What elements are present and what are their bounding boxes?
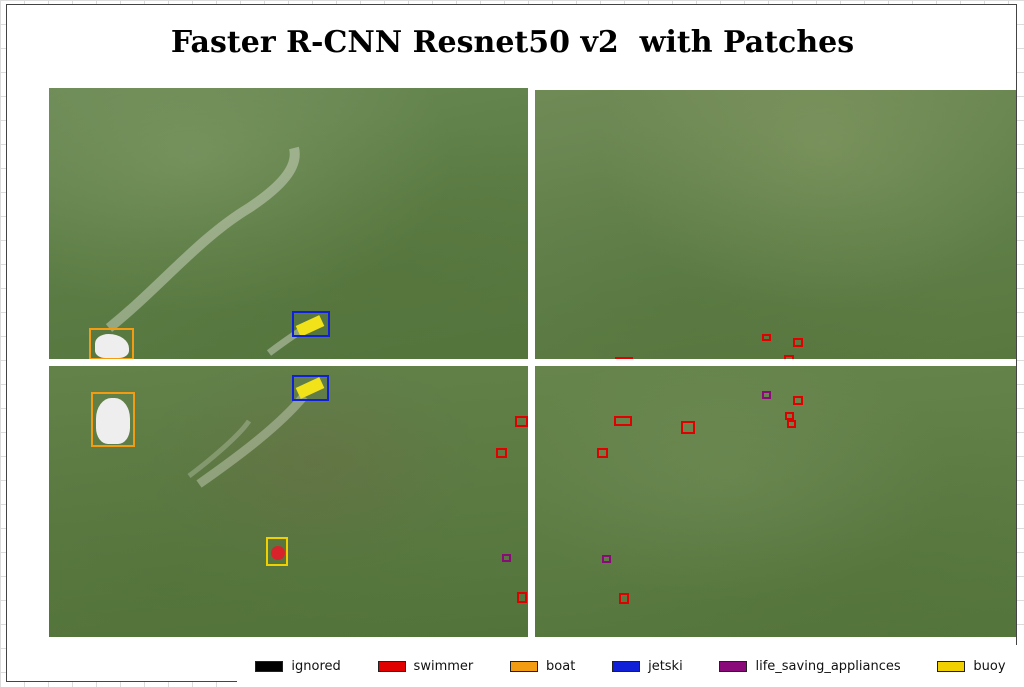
wake-trail	[187, 393, 308, 488]
detection-box-swimmer	[619, 593, 629, 604]
legend-label: jetski	[648, 658, 683, 674]
patch-upper-right	[535, 90, 1016, 359]
patch-lower-right	[535, 366, 1016, 637]
patch-upper-left	[49, 88, 528, 359]
detection-box-swimmer	[762, 334, 771, 341]
detection-box-swimmer	[615, 357, 633, 359]
legend-label: buoy	[973, 658, 1006, 674]
legend-label: ignored	[291, 658, 341, 674]
legend-item-boat: boat	[510, 659, 575, 674]
legend-swatch	[937, 660, 966, 672]
boat-object	[95, 334, 129, 358]
detection-box-swimmer	[614, 416, 632, 426]
legend-label: swimmer	[413, 658, 474, 674]
detection-box-life-saving-appliance	[502, 554, 511, 562]
wake-trail	[105, 146, 316, 356]
detection-box-swimmer	[784, 355, 794, 359]
detection-box-swimmer	[681, 421, 695, 434]
legend-item-swimmer: swimmer	[377, 658, 474, 674]
legend-item-buoy: buoy	[937, 658, 1006, 674]
detection-box-swimmer	[496, 448, 507, 458]
figure-title: Faster R-CNN Resnet50 v2 with Patches	[170, 25, 855, 60]
detection-box-swimmer	[515, 416, 528, 427]
detection-box-boat	[91, 392, 135, 447]
detection-box-boat	[89, 328, 134, 359]
detection-box-swimmer	[597, 448, 608, 458]
detection-box-swimmer	[793, 396, 803, 405]
legend-item-ignored: ignored	[255, 658, 341, 674]
legend-label: life_saving_appliances	[755, 658, 901, 674]
legend-label: boat	[546, 658, 576, 674]
legend: ignored swimmer boat jetski life_saving_…	[237, 645, 1024, 687]
detection-box-life-saving-appliance	[602, 555, 611, 563]
legend-swatch	[510, 660, 539, 672]
detection-box-swimmer	[517, 592, 527, 603]
detection-box-buoy	[266, 537, 288, 566]
patch-lower-left	[49, 366, 528, 637]
legend-swatch	[719, 660, 748, 672]
buoy-object	[271, 546, 285, 560]
detection-box-swimmer	[793, 338, 803, 347]
detection-box-life-saving-appliance	[762, 391, 771, 399]
detection-box-jetski	[292, 375, 329, 401]
detection-box-jetski	[292, 311, 330, 337]
detection-box-swimmer	[787, 420, 796, 428]
legend-item-jetski: jetski	[612, 659, 683, 674]
legend-swatch	[377, 660, 406, 672]
legend-swatch	[612, 660, 641, 672]
figure: Faster R-CNN Resnet50 v2 with Patches	[6, 4, 1024, 687]
legend-swatch	[255, 660, 284, 672]
legend-item-life-saving-appliances: life_saving_appliances	[719, 658, 901, 674]
boat-object	[96, 398, 130, 444]
detection-box-swimmer	[785, 412, 794, 420]
